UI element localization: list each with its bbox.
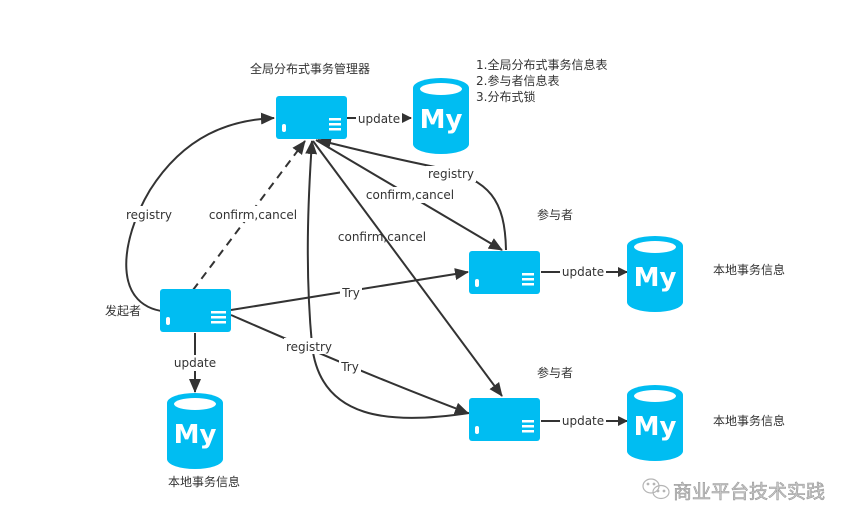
server-node-manager[interactable] bbox=[276, 96, 347, 139]
manager-db-note-2: 2.参与者信息表 bbox=[476, 73, 559, 88]
svg-text:confirm,cancel: confirm,cancel bbox=[366, 188, 454, 202]
edge-initiator-confirm-cancel bbox=[192, 140, 306, 291]
svg-text:registry: registry bbox=[126, 208, 172, 222]
manager-db-note-3: 3.分布式锁 bbox=[476, 89, 535, 104]
participant1-db-caption: 本地事务信息 bbox=[713, 262, 785, 277]
server-menu-icon bbox=[211, 311, 226, 324]
server-led-icon bbox=[282, 124, 286, 132]
edge-label-initiator-confirm-cancel: confirm,cancel bbox=[207, 206, 299, 222]
server-led-icon bbox=[475, 426, 479, 434]
server-node-participant2[interactable] bbox=[469, 398, 540, 441]
edge-initiator-registry bbox=[125, 112, 275, 313]
mysql-db-initiator[interactable]: My bbox=[167, 393, 223, 469]
server-menu-icon bbox=[329, 118, 341, 131]
edge-label-initiator-try-p1: Try bbox=[340, 284, 362, 300]
mysql-db-manager[interactable]: My bbox=[413, 78, 469, 154]
svg-text:update: update bbox=[562, 414, 604, 428]
initiator-label: 发起者 bbox=[105, 303, 141, 318]
svg-text:registry: registry bbox=[286, 340, 332, 354]
database-icon bbox=[167, 393, 223, 469]
server-node-participant1[interactable] bbox=[469, 251, 540, 294]
participant1-label: 参与者 bbox=[537, 207, 573, 222]
watermark: 商业平台技术实践 bbox=[642, 478, 825, 503]
svg-text:My: My bbox=[174, 420, 217, 450]
participant2-db-caption: 本地事务信息 bbox=[713, 413, 785, 428]
svg-text:My: My bbox=[634, 263, 677, 293]
manager-db-note-1: 1.全局分布式事务信息表 bbox=[476, 57, 607, 72]
edge-label-initiator-update: update bbox=[172, 355, 218, 371]
edge-manager-confirm-cancel-p2 bbox=[312, 140, 503, 397]
participant2-label: 参与者 bbox=[537, 365, 573, 380]
svg-text:update: update bbox=[358, 112, 400, 126]
edge-label-p2-update: update bbox=[560, 413, 606, 429]
edge-label-p1-update: update bbox=[560, 264, 606, 280]
edge-label-p2-registry: registry bbox=[284, 338, 334, 354]
server-led-icon bbox=[475, 279, 479, 287]
svg-text:update: update bbox=[174, 356, 216, 370]
manager-label: 全局分布式事务管理器 bbox=[250, 61, 370, 76]
svg-text:confirm,cancel: confirm,cancel bbox=[209, 208, 297, 222]
mysql-db-participant2[interactable]: My bbox=[627, 385, 683, 461]
edge-label-manager-confirm-cancel-p2: confirm,cancel bbox=[338, 230, 426, 244]
mysql-db-participant1[interactable]: My bbox=[627, 236, 683, 312]
edge-label-initiator-try-p2: Try bbox=[339, 359, 361, 375]
svg-text:My: My bbox=[634, 412, 677, 442]
watermark-text: 商业平台技术实践 bbox=[673, 481, 825, 503]
edge-label-manager-update: update bbox=[356, 110, 402, 126]
initiator-db-caption: 本地事务信息 bbox=[168, 474, 240, 489]
svg-text:My: My bbox=[420, 105, 463, 135]
svg-text:Try: Try bbox=[340, 360, 359, 374]
edge-label-initiator-registry: registry bbox=[124, 206, 174, 222]
edge-label-manager-confirm-cancel-p1: confirm,cancel bbox=[364, 187, 456, 203]
server-node-initiator[interactable] bbox=[160, 289, 231, 332]
server-led-icon bbox=[166, 317, 170, 325]
server-menu-icon bbox=[522, 420, 534, 433]
svg-text:update: update bbox=[562, 265, 604, 279]
database-icon bbox=[627, 236, 683, 312]
server-menu-icon bbox=[522, 273, 534, 286]
database-icon bbox=[413, 78, 469, 154]
database-icon bbox=[627, 385, 683, 461]
svg-text:Try: Try bbox=[341, 286, 360, 300]
svg-text:registry: registry bbox=[428, 167, 474, 181]
svg-text:confirm,cancel: confirm,cancel bbox=[338, 230, 426, 244]
edge-label-p1-registry: registry bbox=[426, 166, 476, 182]
wechat-icon bbox=[642, 478, 670, 500]
